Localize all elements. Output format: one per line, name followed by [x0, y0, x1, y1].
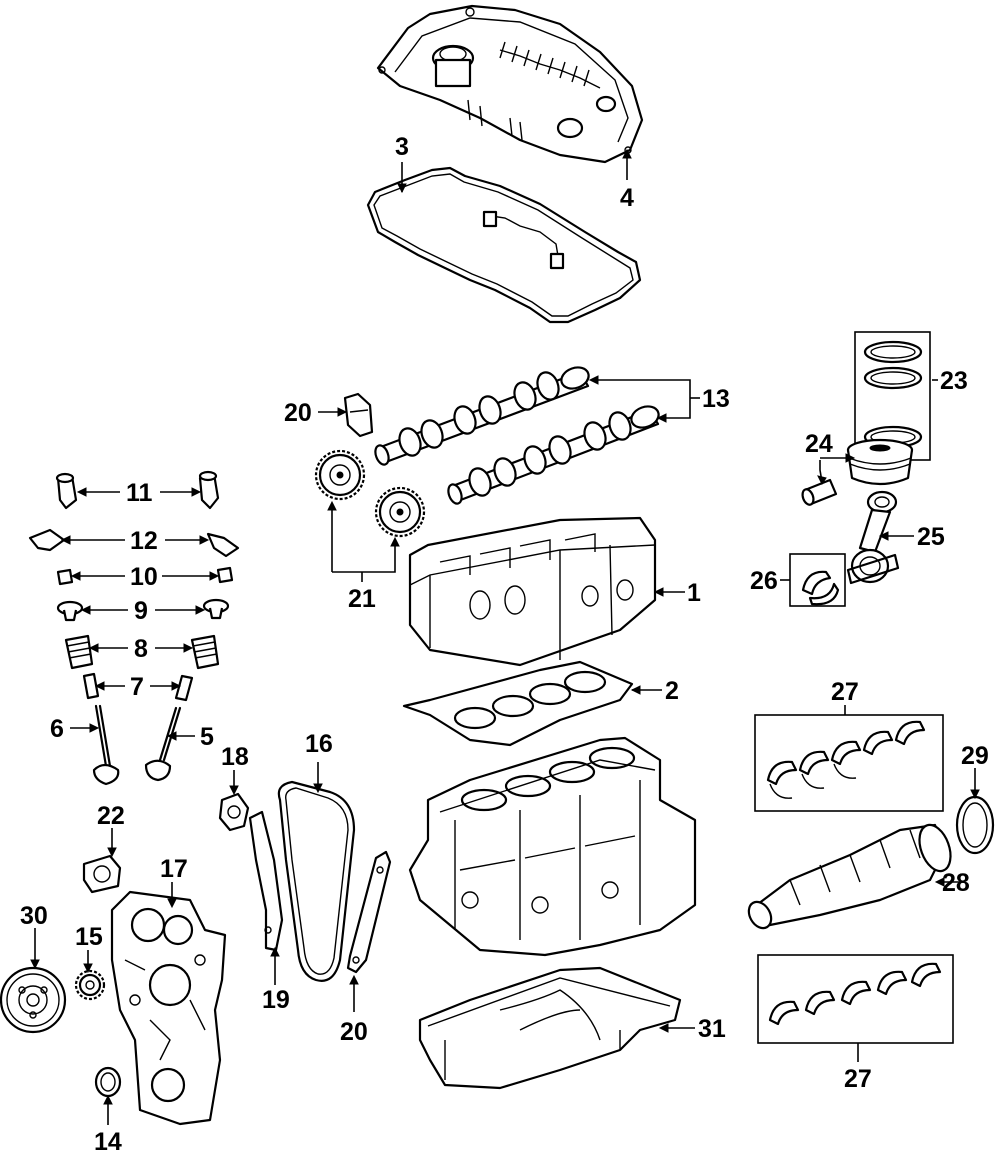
crankshaft-icon[interactable]	[744, 821, 956, 932]
bearing-icon[interactable]	[757, 954, 954, 1044]
guide-icon[interactable]	[82, 672, 194, 702]
callout-30: 30	[20, 902, 48, 930]
callout-27-lower: 27	[844, 1065, 872, 1093]
callout-3: 3	[395, 133, 409, 161]
cam-sensor-icon[interactable]	[343, 392, 374, 438]
gasket-icon[interactable]	[366, 166, 642, 324]
timing-cover-icon[interactable]	[110, 890, 227, 1126]
tensioner-icon[interactable]	[218, 792, 250, 832]
callout-20-chain-guide: 20	[340, 1018, 368, 1046]
callout-23: 23	[940, 367, 968, 395]
idler-icon[interactable]	[82, 854, 122, 894]
bearing-icon[interactable]	[754, 714, 944, 812]
callout-21: 21	[348, 585, 376, 613]
callout-25: 25	[917, 523, 945, 551]
pin-icon[interactable]	[801, 478, 838, 506]
callout-26: 26	[750, 567, 778, 595]
chain-icon[interactable]	[277, 780, 356, 982]
callout-12: 12	[130, 527, 158, 555]
lash-adjuster-icon[interactable]	[55, 470, 220, 510]
callout-7: 7	[130, 673, 144, 701]
valve-icon[interactable]	[92, 704, 120, 786]
callout-13: 13	[702, 385, 730, 413]
callout-2: 2	[665, 677, 679, 705]
spring-icon[interactable]	[64, 634, 220, 670]
callout-31: 31	[698, 1015, 726, 1043]
pulley-icon[interactable]	[0, 966, 67, 1034]
callout-10: 10	[130, 563, 158, 591]
chain-guide-icon[interactable]	[248, 810, 284, 952]
callout-4: 4	[620, 184, 634, 212]
callout-14: 14	[94, 1128, 122, 1150]
engine-block-icon[interactable]	[408, 736, 697, 957]
seal-icon[interactable]	[955, 795, 995, 855]
callout-20-cam-sensor: 20	[284, 399, 312, 427]
retainer-icon[interactable]	[56, 598, 230, 622]
piston-icon[interactable]	[846, 438, 914, 486]
callout-19: 19	[262, 986, 290, 1014]
leader-lines	[30, 148, 980, 1125]
camshaft-icon[interactable]	[373, 364, 662, 506]
callout-15: 15	[75, 923, 103, 951]
callout-labels: 1 2 3 4 5 6 7 8 9 10 11 12 13 14 15 16 1…	[20, 133, 989, 1150]
callout-22: 22	[97, 802, 125, 830]
callout-6: 6	[50, 715, 64, 743]
callout-1: 1	[687, 579, 701, 607]
gear-icon[interactable]	[314, 449, 426, 538]
rod-icon[interactable]	[846, 490, 900, 585]
keeper-icon[interactable]	[56, 566, 234, 586]
seal-icon[interactable]	[94, 1066, 122, 1098]
sprocket-icon[interactable]	[74, 969, 106, 1001]
callout-5: 5	[200, 723, 214, 751]
callout-29: 29	[961, 742, 989, 770]
callout-27-upper: 27	[831, 678, 859, 706]
rocker-arm-icon[interactable]	[28, 528, 240, 558]
callout-24: 24	[805, 430, 833, 458]
callout-28: 28	[942, 869, 970, 897]
callout-8: 8	[134, 635, 148, 663]
chain-guide-icon[interactable]	[346, 850, 392, 974]
bearing-icon[interactable]	[789, 553, 846, 607]
head-gasket-icon[interactable]	[402, 660, 634, 747]
valve-icon[interactable]	[144, 706, 182, 782]
callout-9: 9	[134, 597, 148, 625]
callout-11: 11	[126, 479, 153, 507]
callout-16: 16	[305, 730, 333, 758]
cylinder-head-icon[interactable]	[408, 516, 657, 667]
callout-17: 17	[160, 855, 188, 883]
oil-pan-icon[interactable]	[418, 966, 682, 1090]
valve-cover-icon[interactable]	[376, 4, 644, 164]
callout-18: 18	[221, 743, 249, 771]
